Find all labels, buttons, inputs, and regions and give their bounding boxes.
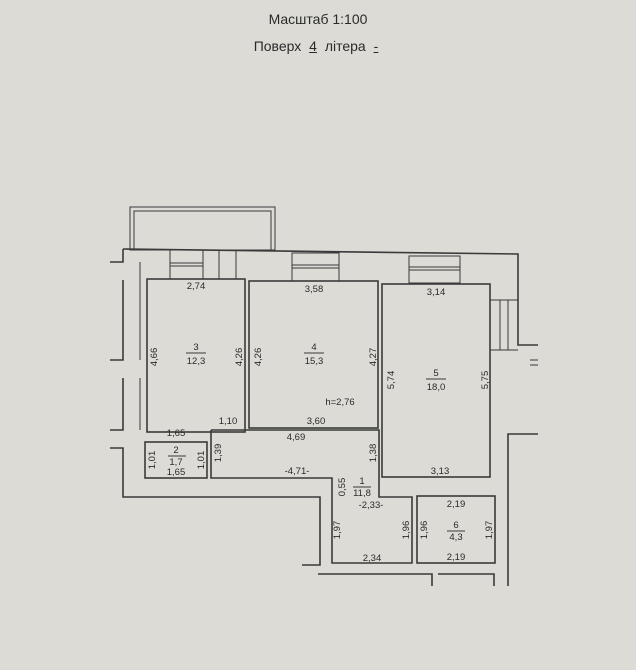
dim: 3,60 bbox=[307, 416, 326, 427]
room-walls bbox=[144, 278, 496, 564]
floor-value: 4 bbox=[309, 38, 317, 54]
dim: 3,58 bbox=[305, 284, 324, 295]
dim: 1,39 bbox=[213, 444, 224, 463]
room-1-outline bbox=[210, 429, 413, 564]
dim: 1,65 bbox=[167, 428, 186, 439]
dim: 1,97 bbox=[484, 521, 495, 540]
dim: 1,96 bbox=[401, 521, 412, 540]
dim: 1,01 bbox=[196, 451, 207, 470]
dimension-labels: 2,74 4,66 4,26 1,65 1,10 3,58 4,26 4,27 … bbox=[147, 281, 495, 564]
dim: 2,19 bbox=[447, 552, 466, 563]
room-1-area: 11,8 bbox=[353, 488, 371, 499]
room-3-outline bbox=[146, 278, 246, 433]
dim: 0,55 bbox=[337, 478, 348, 497]
dim: 5,74 bbox=[386, 371, 397, 390]
outer-walls bbox=[110, 248, 538, 586]
dim: 4,27 bbox=[368, 348, 379, 367]
room-5-area: 18,0 bbox=[427, 382, 446, 393]
floor-line: Поверх 4 літера - bbox=[0, 38, 636, 54]
dim: 4,26 bbox=[253, 348, 264, 367]
dim: 2,74 bbox=[187, 281, 206, 292]
dim: 4,66 bbox=[149, 348, 160, 367]
dim: 3,13 bbox=[431, 466, 450, 477]
scale-label: Масштаб 1:100 bbox=[268, 11, 368, 27]
dim: 2,19 bbox=[447, 499, 466, 510]
room-4-number: 4 bbox=[311, 342, 316, 353]
room-5-outline bbox=[381, 283, 491, 478]
room-2-number: 2 bbox=[173, 445, 178, 456]
room-3-number: 3 bbox=[193, 342, 198, 353]
room-labels: 3 12,3 4 15,3 5 18,0 2 1,7 1 11,8 6 4,3 … bbox=[168, 342, 465, 543]
dim: 1,65 bbox=[167, 467, 186, 478]
room-1-number: 1 bbox=[359, 476, 364, 487]
room-6-number: 6 bbox=[453, 520, 458, 531]
windows bbox=[169, 249, 461, 284]
floor-label: Поверх bbox=[253, 38, 302, 54]
room-4-outline bbox=[248, 280, 379, 429]
room-2-outline bbox=[144, 441, 208, 479]
ceiling-height: h=2,76 bbox=[325, 397, 354, 408]
room-6-outline bbox=[416, 495, 496, 564]
room-3-area: 12,3 bbox=[187, 356, 206, 367]
room-6-area: 4,3 bbox=[449, 532, 462, 543]
dim: 2,34 bbox=[363, 553, 382, 564]
dim: 1,97 bbox=[332, 521, 343, 540]
dim: 1,96 bbox=[419, 521, 430, 540]
dim: 3,14 bbox=[427, 287, 446, 298]
room-2-area: 1,7 bbox=[169, 457, 182, 468]
litera-value: - bbox=[373, 38, 379, 54]
dim: -4,71- bbox=[285, 466, 310, 477]
dim: -2,33- bbox=[359, 500, 384, 511]
dim: 5,75 bbox=[480, 371, 491, 390]
dim: 1,38 bbox=[368, 444, 379, 463]
balcony bbox=[129, 206, 276, 251]
room-4-area: 15,3 bbox=[305, 356, 324, 367]
dim: 4,69 bbox=[287, 432, 306, 443]
dim: 4,26 bbox=[234, 348, 245, 367]
room-5-number: 5 bbox=[433, 368, 438, 379]
dim: 1,01 bbox=[147, 451, 158, 470]
dim: 1,10 bbox=[219, 416, 238, 427]
litera-label: літера bbox=[324, 38, 366, 54]
